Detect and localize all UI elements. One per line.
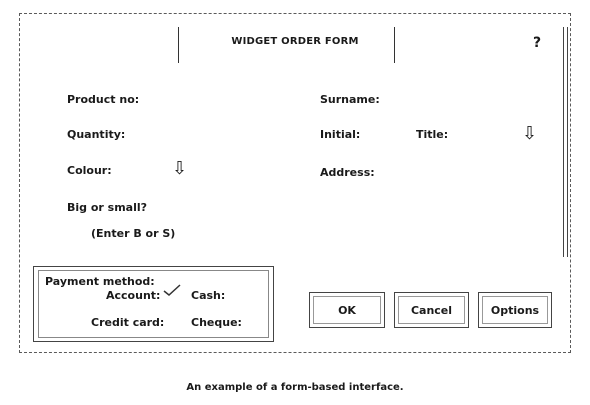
big-or-small-hint: (Enter B or S) <box>91 227 176 240</box>
scrollbar[interactable] <box>563 27 568 257</box>
title-divider-right <box>394 27 395 63</box>
address-label: Address: <box>320 166 375 179</box>
options-button[interactable]: Options <box>478 292 552 328</box>
payment-panel-inner <box>38 270 269 338</box>
title-dropdown-icon[interactable]: ⇩ <box>522 123 538 144</box>
product-no-label: Product no: <box>67 93 140 106</box>
ok-button[interactable]: OK <box>309 292 385 328</box>
form-window <box>19 13 571 353</box>
account-option[interactable]: Account: <box>106 289 161 302</box>
cheque-option[interactable]: Cheque: <box>191 316 242 329</box>
colour-label: Colour: <box>67 164 112 177</box>
colour-dropdown-icon[interactable]: ⇩ <box>172 158 188 179</box>
surname-label: Surname: <box>320 93 380 106</box>
credit-card-option[interactable]: Credit card: <box>91 316 165 329</box>
payment-panel <box>33 266 274 342</box>
help-button[interactable]: ? <box>533 35 542 51</box>
form-title: WIDGET ORDER FORM <box>231 36 359 47</box>
initial-label: Initial: <box>320 128 361 141</box>
check-icon <box>163 284 181 296</box>
cancel-button[interactable]: Cancel <box>394 292 469 328</box>
big-or-small-label: Big or small? <box>67 201 148 214</box>
title-field-label: Title: <box>416 128 449 141</box>
title-divider-left <box>178 27 179 63</box>
payment-method-label: Payment method: <box>45 275 155 288</box>
cash-option[interactable]: Cash: <box>191 289 226 302</box>
quantity-label: Quantity: <box>67 128 126 141</box>
figure-caption: An example of a form-based interface. <box>186 382 404 393</box>
